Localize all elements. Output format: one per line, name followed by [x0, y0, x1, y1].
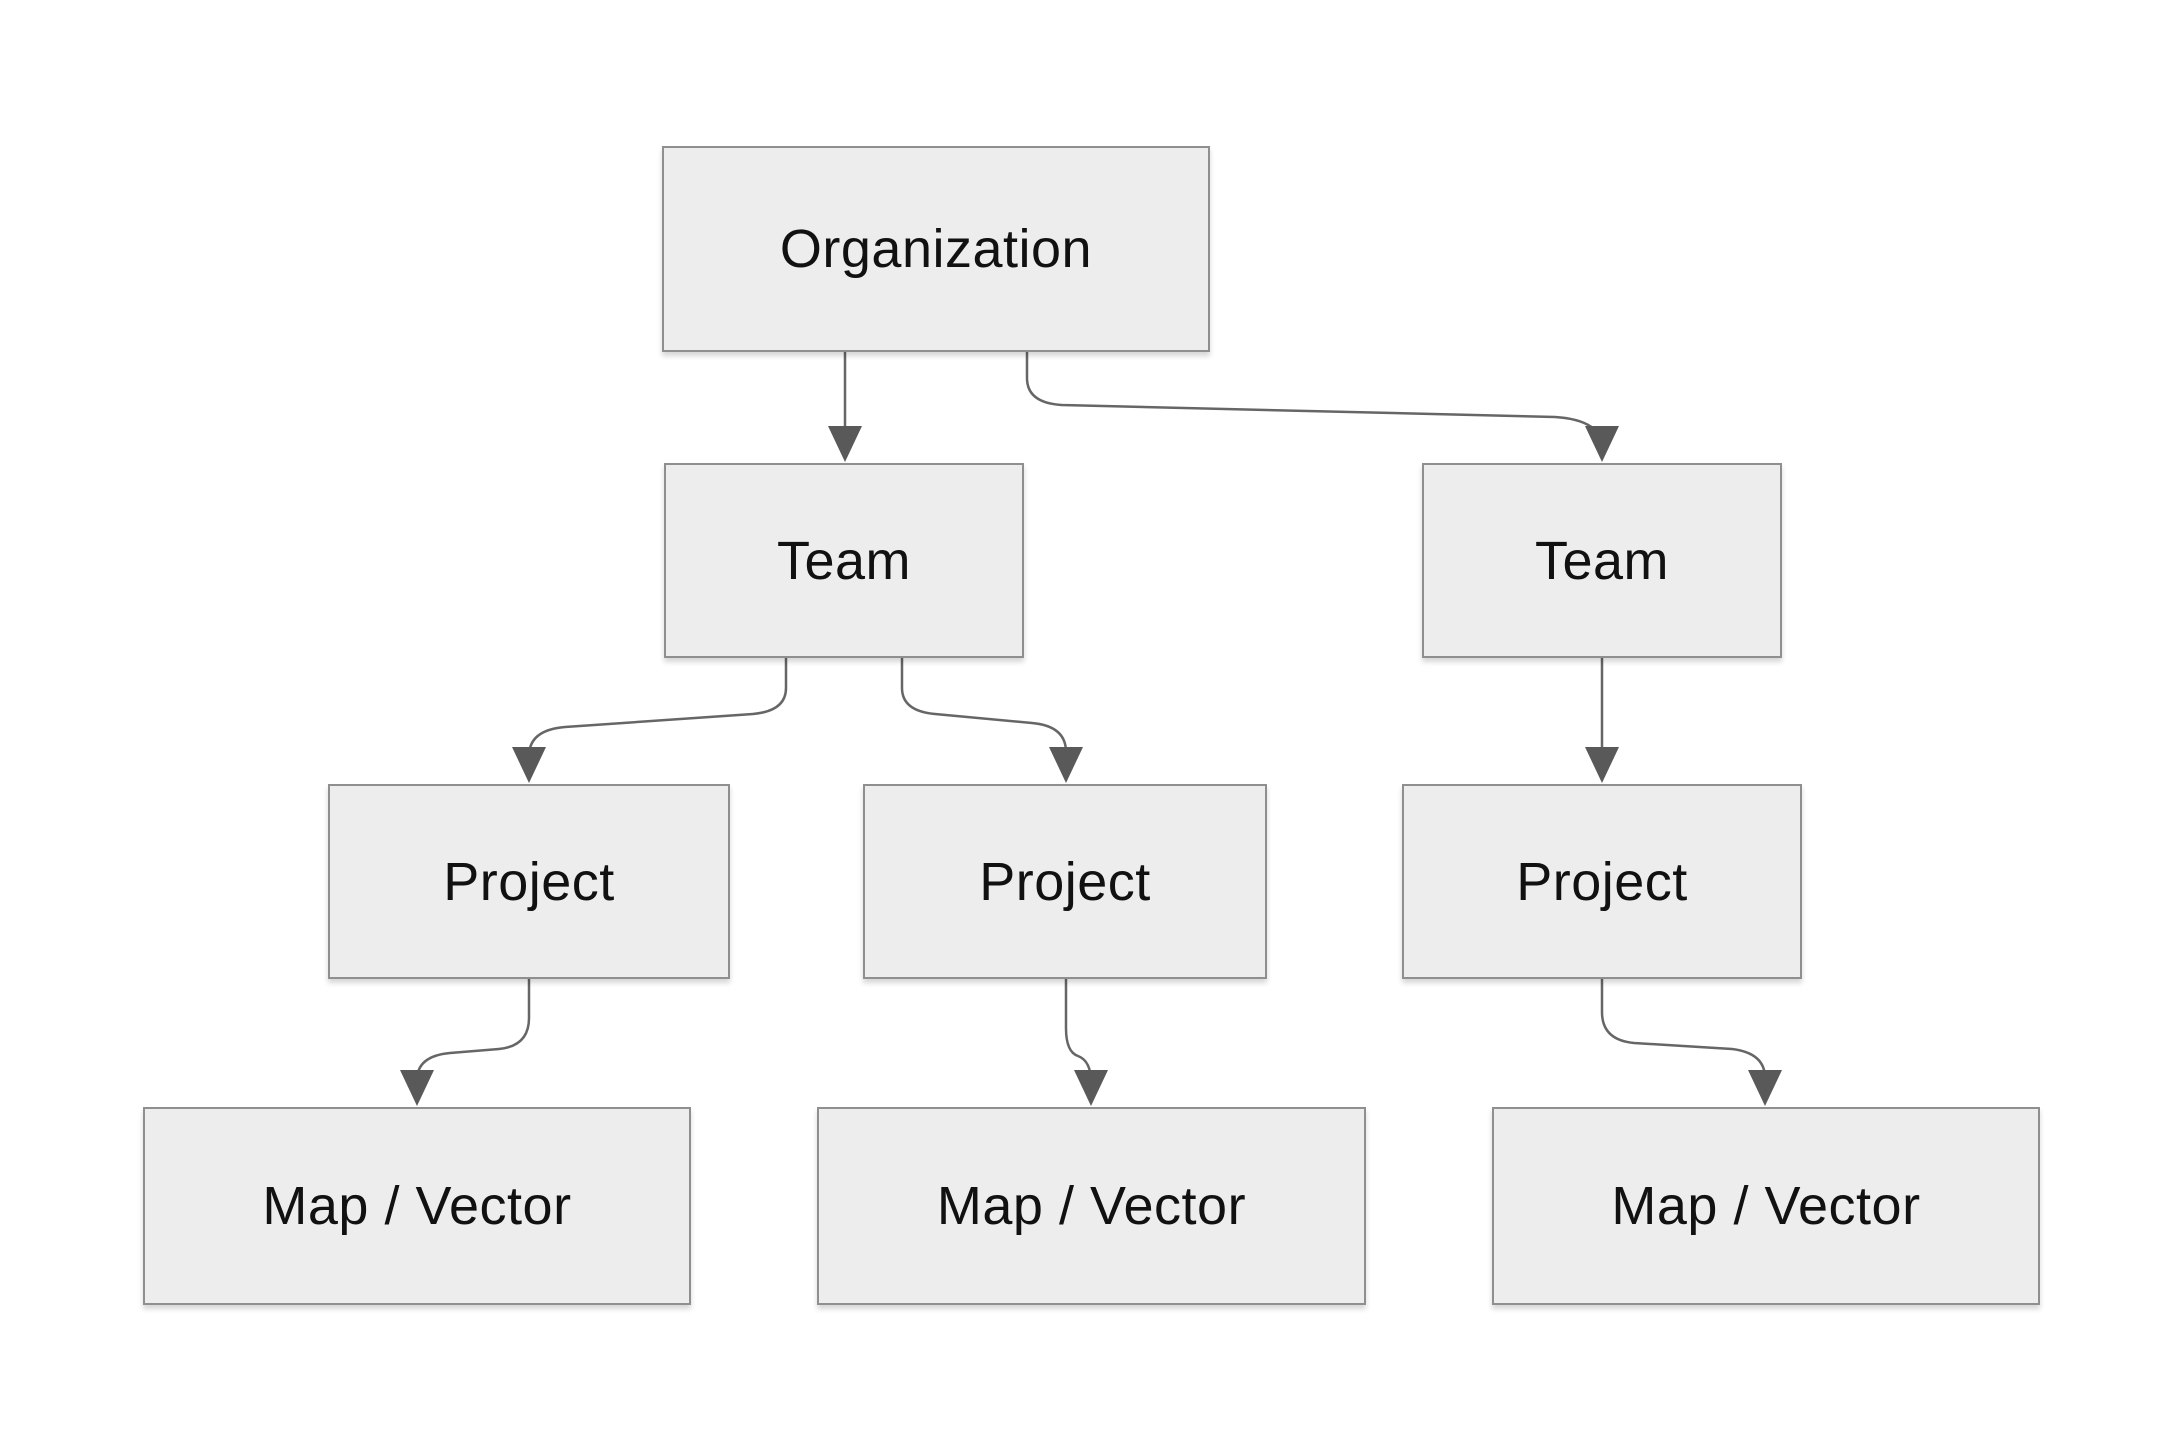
node-organization: Organization — [662, 146, 1210, 352]
node-map-vector-3: Map / Vector — [1492, 1107, 2040, 1305]
node-map-vector-1-label: Map / Vector — [262, 1176, 572, 1236]
node-project-2: Project — [863, 784, 1267, 979]
arrowhead-icon — [828, 426, 862, 462]
node-organization-label: Organization — [779, 219, 1093, 279]
node-team-1-label: Team — [776, 530, 912, 591]
arrowhead-icon — [512, 747, 546, 783]
edge-team1-project1 — [527, 656, 788, 772]
node-map-vector-1: Map / Vector — [143, 1107, 691, 1305]
node-project-2-label: Project — [979, 851, 1151, 912]
node-map-vector-2-label: Map / Vector — [936, 1176, 1247, 1236]
arrowhead-icon — [1585, 747, 1619, 783]
node-project-1: Project — [328, 784, 730, 979]
node-map-vector-3-label: Map / Vector — [1611, 1176, 1921, 1236]
edge-project3-map3 — [1600, 976, 1767, 1094]
edge-project2-map2 — [1064, 976, 1093, 1094]
arrowhead-icon — [1748, 1070, 1782, 1106]
node-team-2-label: Team — [1534, 530, 1670, 591]
node-project-3-label: Project — [1516, 851, 1688, 912]
node-team-1: Team — [664, 463, 1024, 658]
arrowhead-icon — [1585, 426, 1619, 462]
node-team-2: Team — [1422, 463, 1782, 658]
arrowhead-icon — [400, 1070, 434, 1106]
edge-organization-team2 — [1025, 350, 1604, 452]
arrowhead-icon — [1074, 1070, 1108, 1106]
arrowhead-icon — [1049, 747, 1083, 783]
node-project-3: Project — [1402, 784, 1802, 979]
node-map-vector-2: Map / Vector — [817, 1107, 1366, 1305]
node-project-1-label: Project — [443, 851, 615, 912]
edge-team1-project2 — [900, 656, 1068, 772]
edge-project1-map1 — [415, 976, 531, 1094]
